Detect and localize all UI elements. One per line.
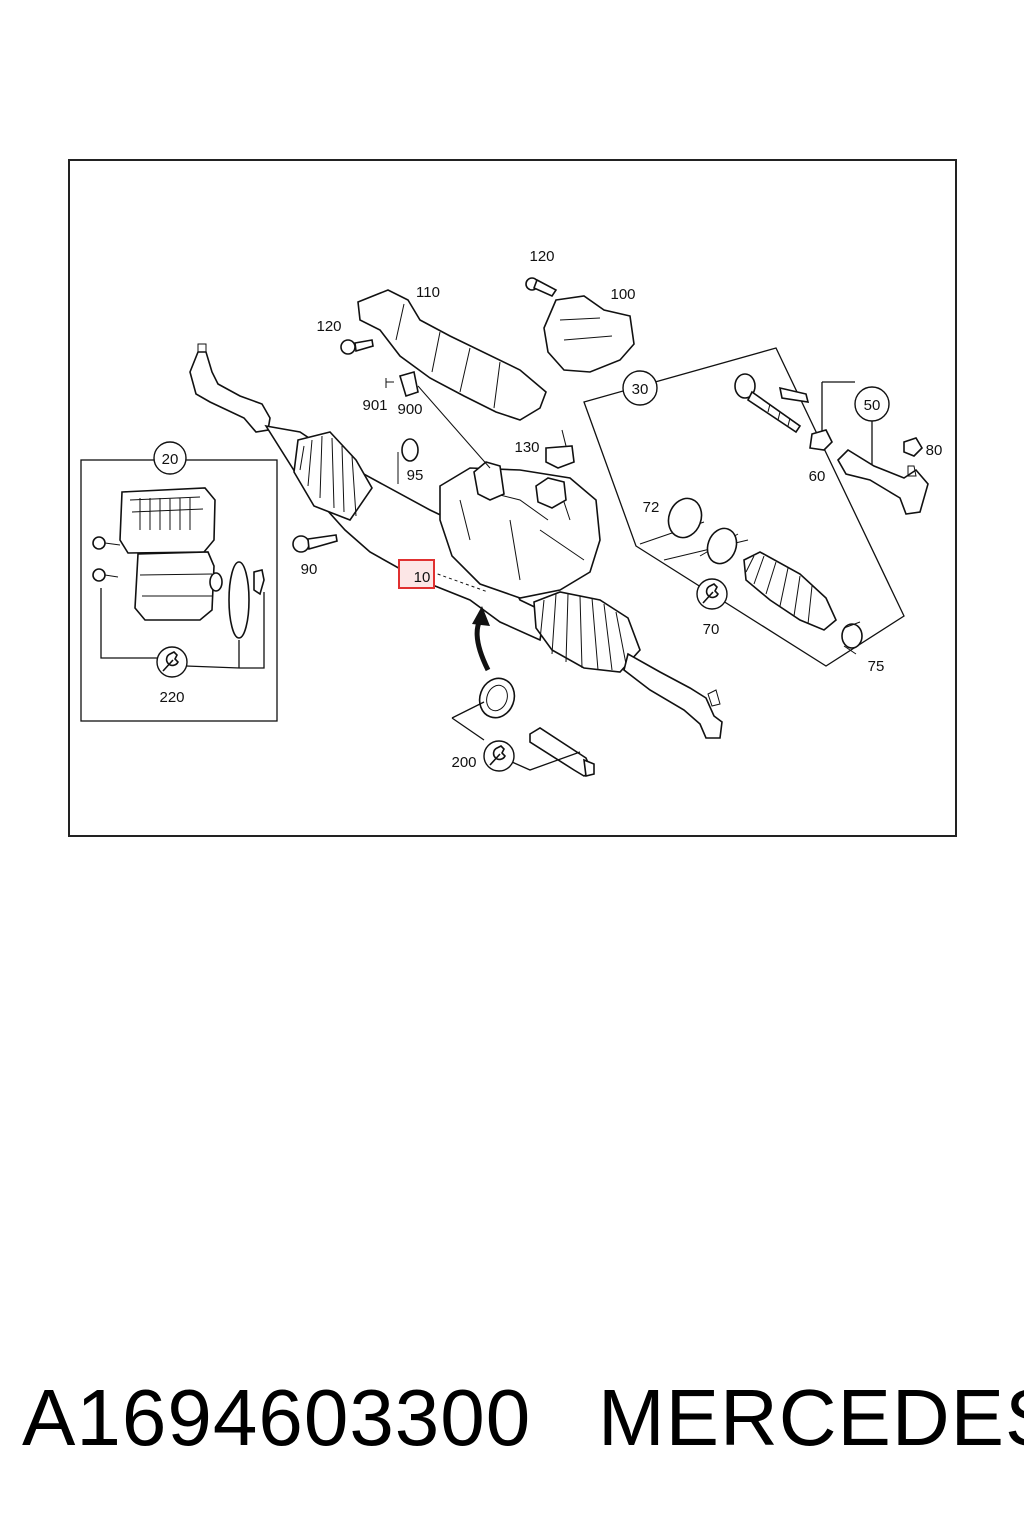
callout-72: 72	[643, 499, 660, 516]
clip-900	[385, 370, 491, 469]
bolt-120-top	[525, 277, 558, 298]
assembly-arrow	[474, 618, 491, 672]
control-unit-part	[119, 487, 265, 639]
wrench-icon-70	[696, 578, 728, 610]
clamp-75	[841, 621, 863, 655]
callout-100: 100	[610, 286, 635, 303]
diagram-frame	[68, 159, 957, 837]
callout-95: 95	[407, 467, 424, 484]
callout-70: 70	[703, 621, 720, 638]
callout-200: 200	[451, 754, 476, 771]
callout-75: 75	[868, 658, 885, 675]
wrench-icon-200	[483, 740, 515, 772]
callout-901: 901	[362, 397, 387, 414]
bolt-90	[292, 534, 338, 553]
callout-30: 30	[632, 381, 649, 398]
callout-220: 220	[159, 689, 184, 706]
callout-90: 90	[301, 561, 318, 578]
callout-50: 50	[864, 397, 881, 414]
callout-60: 60	[809, 468, 826, 485]
callout-circle-20	[153, 441, 187, 475]
nut-80	[903, 437, 924, 457]
screw-parts-20	[92, 536, 121, 582]
ring-72	[667, 497, 738, 565]
callout-130: 130	[514, 439, 539, 456]
inner-tie-rod-30	[734, 373, 810, 434]
bolt-120-left	[340, 339, 374, 355]
nut-60	[809, 429, 833, 451]
left-tie-rod-end	[189, 343, 271, 433]
fitting-130	[545, 429, 575, 469]
callout-110: 110	[416, 284, 440, 301]
left-bellows	[293, 431, 373, 521]
callout-10: 10	[414, 569, 431, 586]
outer-tie-rod-end-50	[837, 448, 929, 515]
boot-70	[743, 551, 837, 631]
callout-120-top: 120	[529, 248, 554, 265]
brand-label: MERCEDES	[598, 1373, 1024, 1462]
callout-900: 900	[397, 401, 422, 418]
right-bellows	[533, 591, 641, 673]
gear-housing	[439, 461, 601, 599]
intermediate-shaft-110	[357, 289, 547, 421]
callout-80: 80	[926, 442, 943, 459]
callout-20: 20	[162, 451, 179, 468]
callout-10-highlight	[398, 559, 435, 589]
grease-tube-200	[529, 727, 595, 777]
seal-ring-200	[478, 677, 516, 719]
right-tie-rod-end	[623, 652, 723, 739]
washer-95	[397, 438, 419, 484]
callout-120-left: 120	[316, 318, 341, 335]
wrench-icon	[156, 646, 188, 678]
callout-circle-30	[622, 370, 658, 406]
cover-100	[543, 295, 635, 373]
part-number-label: A1694603300	[22, 1373, 532, 1462]
